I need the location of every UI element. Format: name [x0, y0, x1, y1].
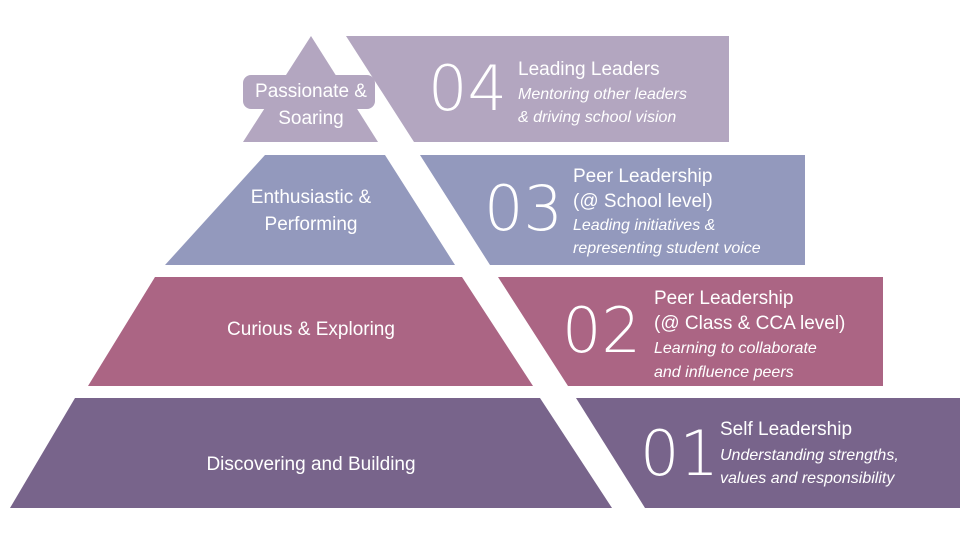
tier-04-stage-line-2: Soaring [278, 108, 344, 129]
tier-01-number: 01 [640, 417, 719, 490]
tier-03: Enthusiastic & Performing 03 Peer Leader… [165, 155, 805, 265]
tier-04-desc-line-2: & driving school vision [518, 109, 676, 126]
tier-04-number: 04 [428, 52, 507, 125]
tier-04-stage-line-1: Passionate & [255, 81, 367, 102]
tier-03-block [420, 155, 805, 265]
tier-04-stage-pill [243, 75, 375, 109]
tier-02-title-line-2: (@ Class & CCA level) [654, 313, 845, 334]
tier-03-desc-line-2: representing student voice [573, 240, 761, 257]
tier-04-desc-line-1: Mentoring other leaders [518, 86, 687, 103]
tier-01-block [576, 398, 960, 508]
tier-02-stage-label: Curious & Exploring [227, 319, 395, 340]
tier-01: Discovering and Building 01 Self Leaders… [10, 398, 960, 508]
tier-03-title-line-2: (@ School level) [573, 191, 713, 212]
tier-02-desc-line-1: Learning to collaborate [654, 340, 817, 357]
tier-02: Curious & Exploring 02 Peer Leadership (… [88, 277, 883, 386]
tier-01-desc-line-2: values and responsibility [720, 470, 895, 487]
tier-03-title-line-1: Peer Leadership [573, 166, 712, 187]
tier-01-stage-label: Discovering and Building [206, 454, 415, 475]
tier-03-stage-line-1: Enthusiastic & [251, 187, 372, 208]
tier-03-stage-line-2: Performing [265, 214, 358, 235]
tier-03-number: 03 [484, 172, 563, 245]
tier-02-stage-shape [88, 277, 533, 386]
tier-02-number: 02 [562, 294, 641, 367]
tier-02-desc-line-2: and influence peers [654, 364, 794, 381]
tier-04-title: Leading Leaders [518, 59, 660, 80]
tier-03-desc-line-1: Leading initiatives & [573, 217, 715, 234]
tier-01-title: Self Leadership [720, 419, 852, 440]
tier-04-block [346, 36, 729, 142]
tier-03-stage-shape [165, 155, 455, 265]
tier-02-block [498, 277, 883, 386]
tier-02-title-line-1: Peer Leadership [654, 288, 793, 309]
tier-01-stage-shape [10, 398, 612, 508]
tier-01-desc-line-1: Understanding strengths, [720, 447, 899, 464]
tier-04: Passionate & Soaring 04 Leading Leaders … [243, 36, 729, 142]
